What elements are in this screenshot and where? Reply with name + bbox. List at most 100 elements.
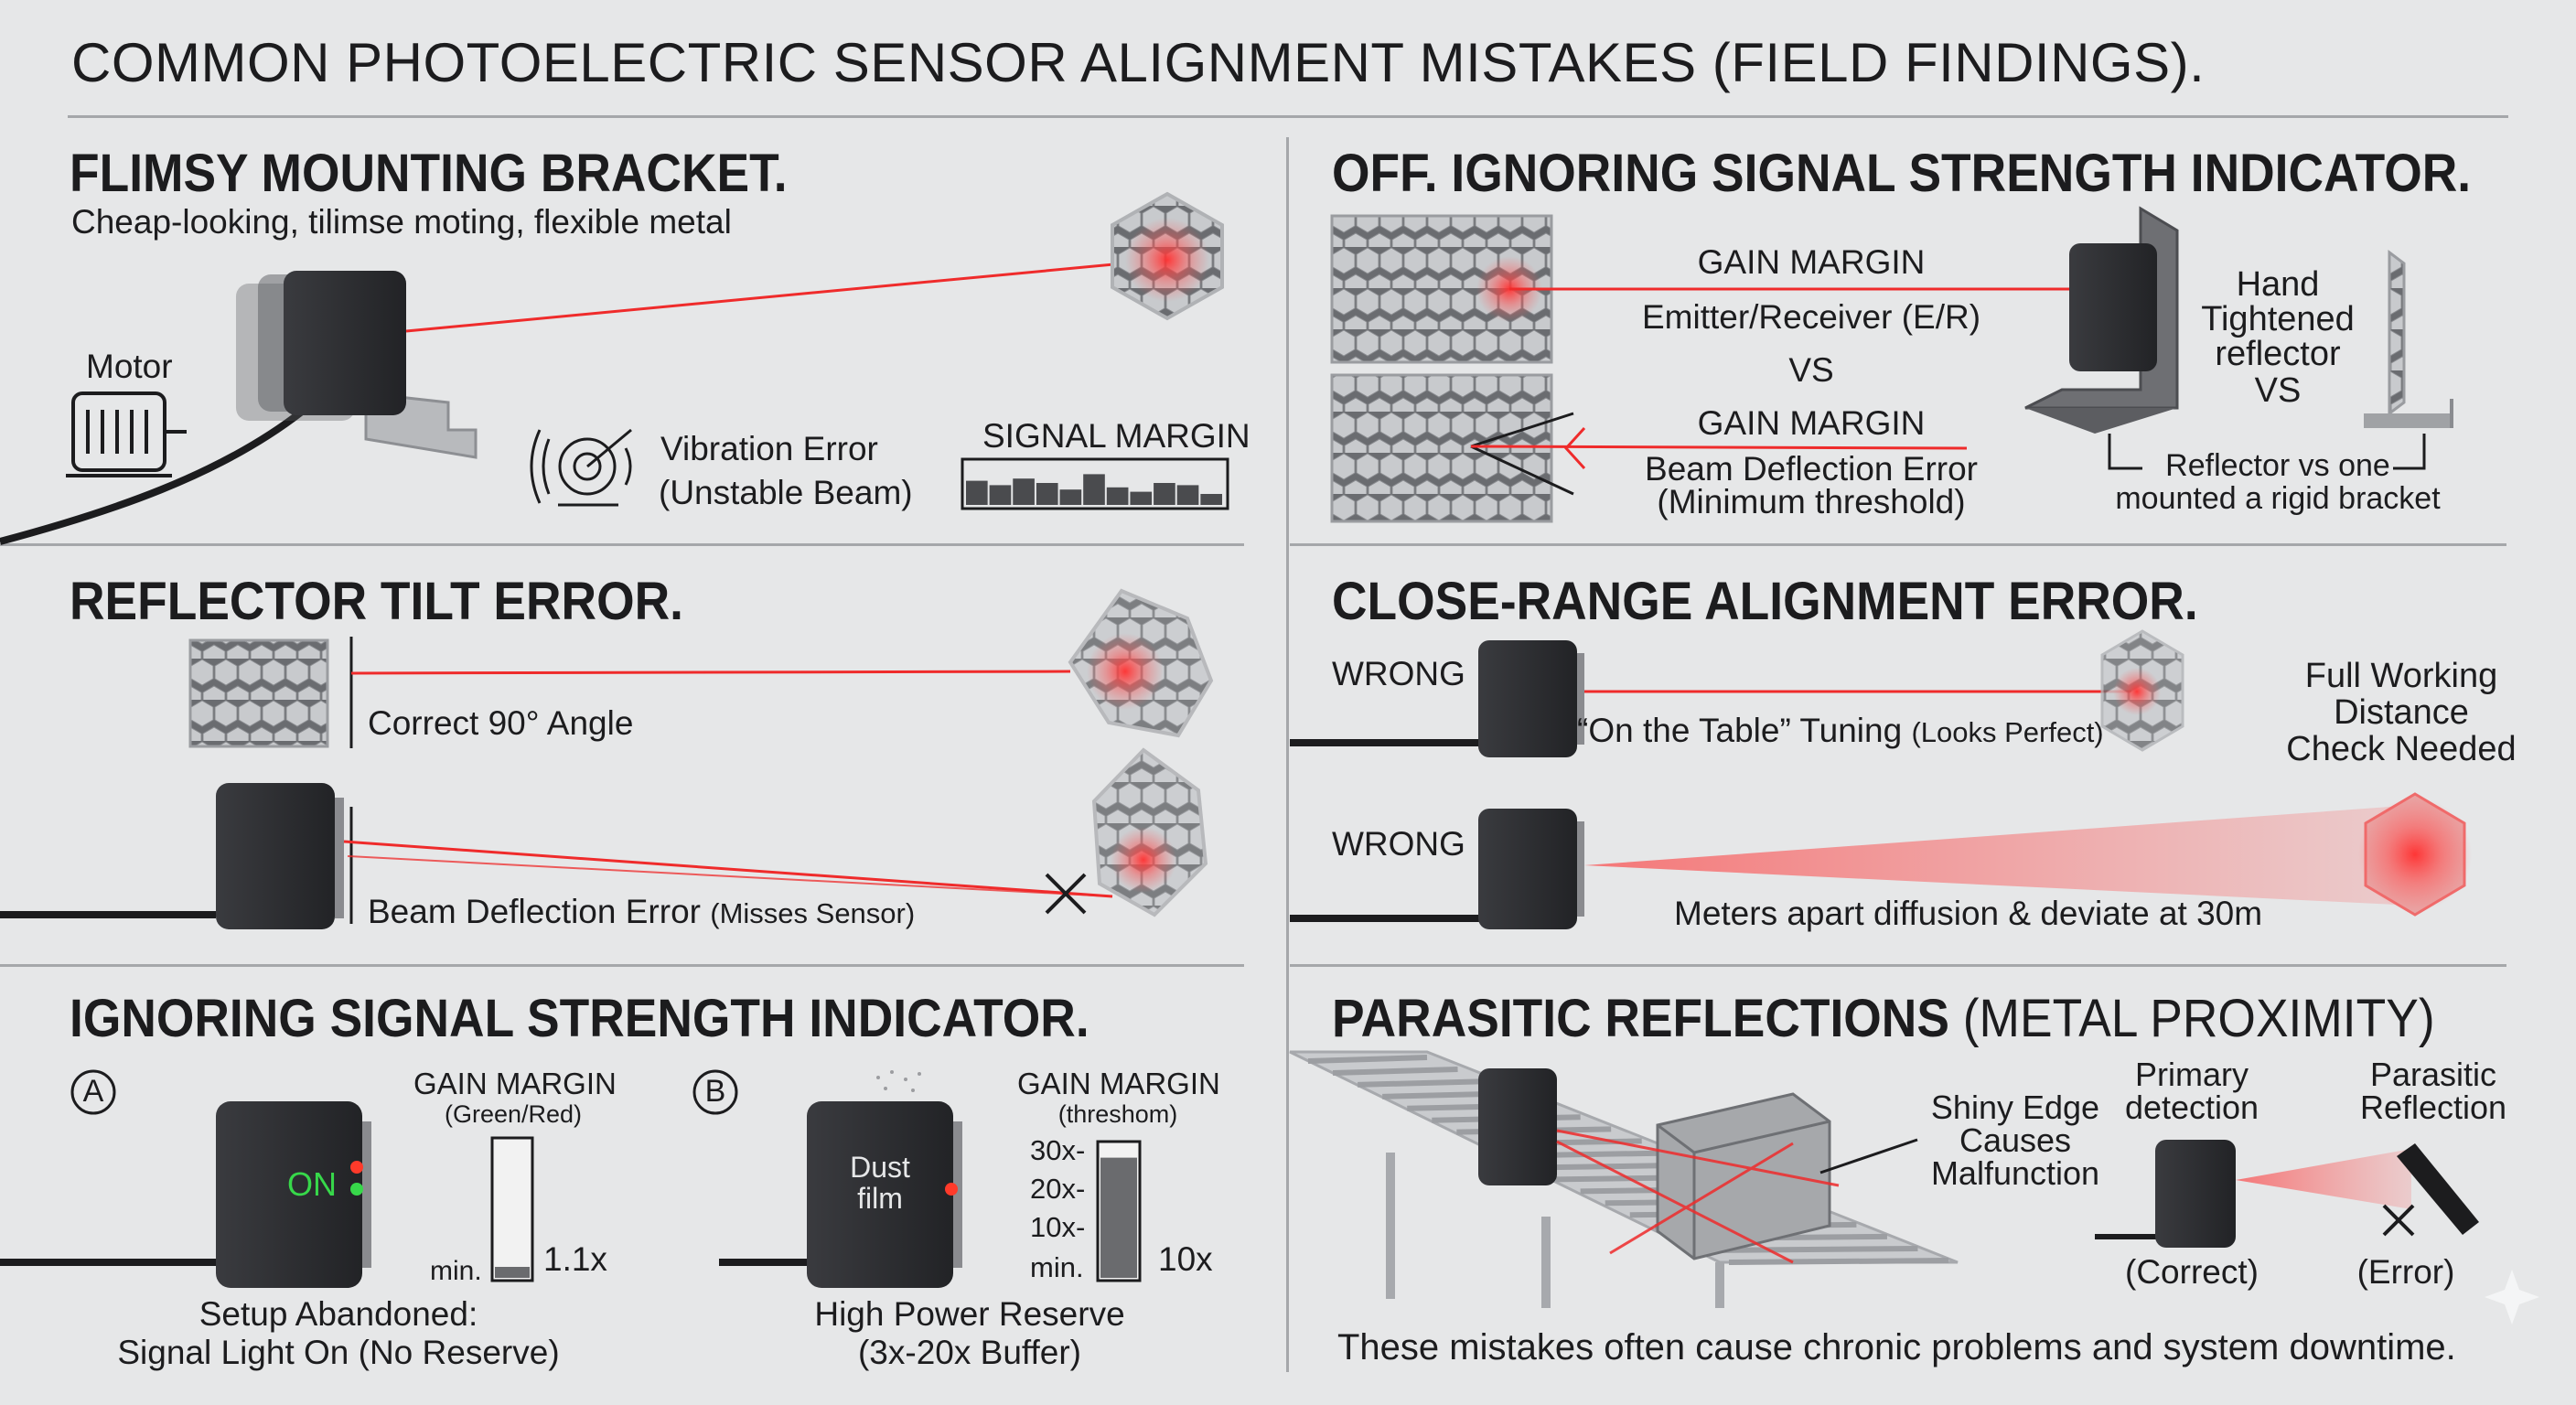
motor-label: Motor xyxy=(86,348,173,385)
rigid-bracket-sensor xyxy=(2024,206,2179,434)
a-value-label: 1.1x xyxy=(543,1240,607,1278)
reflector-hex-close xyxy=(2100,629,2184,752)
center-divider xyxy=(1286,137,1289,1372)
shiny-label-2: Causes xyxy=(1959,1121,2072,1159)
title-divider xyxy=(68,115,2508,118)
table-tuning-label: “On the Table” Tuning (Looks Perfect) xyxy=(1577,713,2104,749)
sparkle-icon xyxy=(2485,1270,2539,1325)
er-label: Emitter/Receiver (E/R) xyxy=(1641,298,1981,336)
right-divider-1 xyxy=(1290,543,2506,546)
conveyor xyxy=(1289,1050,1959,1308)
laser-beam-correct xyxy=(350,670,1071,675)
a-caption-2: Signal Light On (No Reserve) xyxy=(117,1334,560,1371)
parasitic-title-note: (METAL PROXIMITY) xyxy=(1962,989,2435,1048)
b-tick-30: 30x- xyxy=(1030,1134,1086,1166)
hand-label-1: Hand xyxy=(2236,265,2320,304)
sensor-a xyxy=(216,1101,371,1288)
signal-bar xyxy=(1059,489,1082,505)
primary-label-1: Primary xyxy=(2135,1056,2249,1093)
full-label-2: Distance xyxy=(2334,693,2469,732)
right-divider-2 xyxy=(1290,964,2506,967)
minimum-label: (Minimum threshold) xyxy=(1657,483,1966,520)
reflector-plate-bottom xyxy=(1330,373,1553,523)
reflector-hex-2 xyxy=(1068,588,1214,738)
tilt-title: REFLECTOR TILT ERROR. xyxy=(70,572,683,631)
laser-beam xyxy=(405,259,1154,333)
conveyor-roller xyxy=(1703,1245,1918,1254)
a-gain-sub: (Green/Red) xyxy=(444,1100,583,1128)
signal-bar xyxy=(1036,483,1058,505)
shiny-label-3: Malfunction xyxy=(1930,1154,2100,1192)
signal-bar xyxy=(989,485,1012,505)
b-tick-min: min. xyxy=(1030,1251,1084,1283)
error-label: (Error) xyxy=(2356,1253,2455,1291)
motor-icon xyxy=(66,391,187,477)
gain-gauge-a xyxy=(490,1136,534,1282)
deflection-lines xyxy=(1470,412,1574,496)
signal-bar xyxy=(1013,478,1035,505)
conveyor-roller xyxy=(1358,1078,1489,1088)
signal-bar xyxy=(966,480,988,505)
full-label-3: Check Needed xyxy=(2286,730,2517,768)
signal-bar xyxy=(1106,487,1129,505)
gain-margin-2: GAIN MARGIN xyxy=(1697,404,1926,442)
reflector-hex-tilted xyxy=(1091,747,1208,917)
gain-gauge-b xyxy=(1096,1140,1142,1282)
b-tick-10: 10x- xyxy=(1030,1211,1086,1243)
parasitic-label-2: Reflection xyxy=(2359,1089,2507,1126)
left-divider-2 xyxy=(0,964,1244,967)
flimsy-title: FLIMSY MOUNTING BRACKET. xyxy=(70,144,788,203)
callout-line-shiny xyxy=(1819,1138,1918,1174)
laser-beam-out xyxy=(343,840,1113,898)
close-title: CLOSE-RANGE ALIGNMENT ERROR. xyxy=(1332,572,2198,631)
b-dust-1: Dust xyxy=(850,1151,910,1184)
marker-b: B xyxy=(704,1074,726,1109)
bracket-callout-lines xyxy=(2108,434,2426,470)
wrong-label-2: WRONG xyxy=(1332,825,1465,863)
off-title: OFF. IGNORING SIGNAL STRENGTH INDICATOR. xyxy=(1332,144,2472,203)
signal-bar xyxy=(1083,474,1105,505)
full-label-1: Full Working xyxy=(2304,657,2498,695)
correct-label: (Correct) xyxy=(2125,1253,2259,1291)
b-gain-sub: (threshom) xyxy=(1057,1100,1178,1128)
sensor-parasitic xyxy=(1478,1068,1557,1185)
b-dust-2: film xyxy=(857,1182,903,1215)
hand-label-2: Tightened xyxy=(2201,300,2355,338)
chevron-left-icon xyxy=(1563,426,1586,470)
vibration-label-1: Vibration Error xyxy=(660,430,878,467)
reflector-hex-1 xyxy=(1111,191,1224,321)
crate-box xyxy=(1656,1092,1831,1260)
parasitic-label-1: Parasitic xyxy=(2369,1056,2497,1093)
parasitic-title-main: PARASITIC REFLECTIONS xyxy=(1332,989,1949,1048)
footer-note: These mistakes often cause chronic probl… xyxy=(1337,1327,2456,1367)
signal-bar xyxy=(1176,485,1199,505)
reflector-plate xyxy=(188,638,329,748)
metal-plate xyxy=(2397,1143,2479,1235)
a-gain-title: GAIN MARGIN xyxy=(413,1067,617,1100)
reflected-beams xyxy=(1556,1129,1840,1264)
conveyor-roller xyxy=(1307,1055,1428,1064)
marker-a: A xyxy=(82,1074,104,1109)
conveyor-roller xyxy=(1332,1067,1458,1076)
marker-b-circle xyxy=(692,1069,738,1115)
signal-bar xyxy=(1130,491,1153,505)
b-tick-20: 20x- xyxy=(1030,1173,1086,1205)
table-note: (Looks Perfect) xyxy=(1911,716,2104,748)
meters-label: Meters apart diffusion & deviate at 30m xyxy=(1674,895,2263,932)
reflector-hex-far xyxy=(2358,792,2472,917)
rigid-label-2: mounted a rigid bracket xyxy=(2115,481,2441,516)
signal-bar xyxy=(1200,494,1222,505)
conveyor-roller xyxy=(1728,1258,1949,1265)
marker-a-circle xyxy=(70,1069,116,1115)
signal-margin-bars xyxy=(961,457,1229,510)
reflector-side-view xyxy=(2364,250,2453,428)
table-main: “On the Table” Tuning xyxy=(1577,712,1903,749)
deflection-label: Beam Deflection Error (Misses Sensor) xyxy=(368,894,915,930)
signal-margin-label: SIGNAL MARGIN xyxy=(982,417,1250,455)
miss-x-icon xyxy=(1045,873,1087,915)
left-divider-1 xyxy=(0,543,1244,546)
laser-beam-bottom xyxy=(1470,445,1968,450)
parasitic-beam xyxy=(2236,1149,2411,1209)
b-caption-1: High Power Reserve xyxy=(814,1295,1125,1333)
